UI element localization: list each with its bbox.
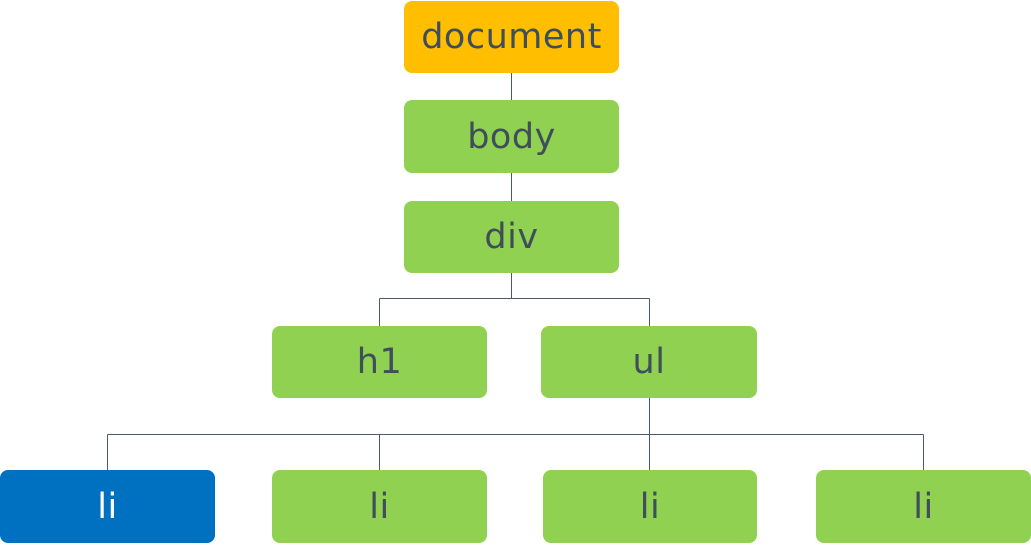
node-li-highlighted: li — [0, 470, 215, 543]
node-li: li — [272, 470, 487, 543]
node-ul: ul — [541, 326, 757, 398]
node-li: li — [816, 470, 1031, 543]
node-div: div — [404, 201, 619, 273]
node-li: li — [543, 470, 757, 543]
node-body: body — [404, 100, 619, 173]
node-h1: h1 — [272, 326, 487, 398]
node-document: document — [404, 1, 619, 73]
